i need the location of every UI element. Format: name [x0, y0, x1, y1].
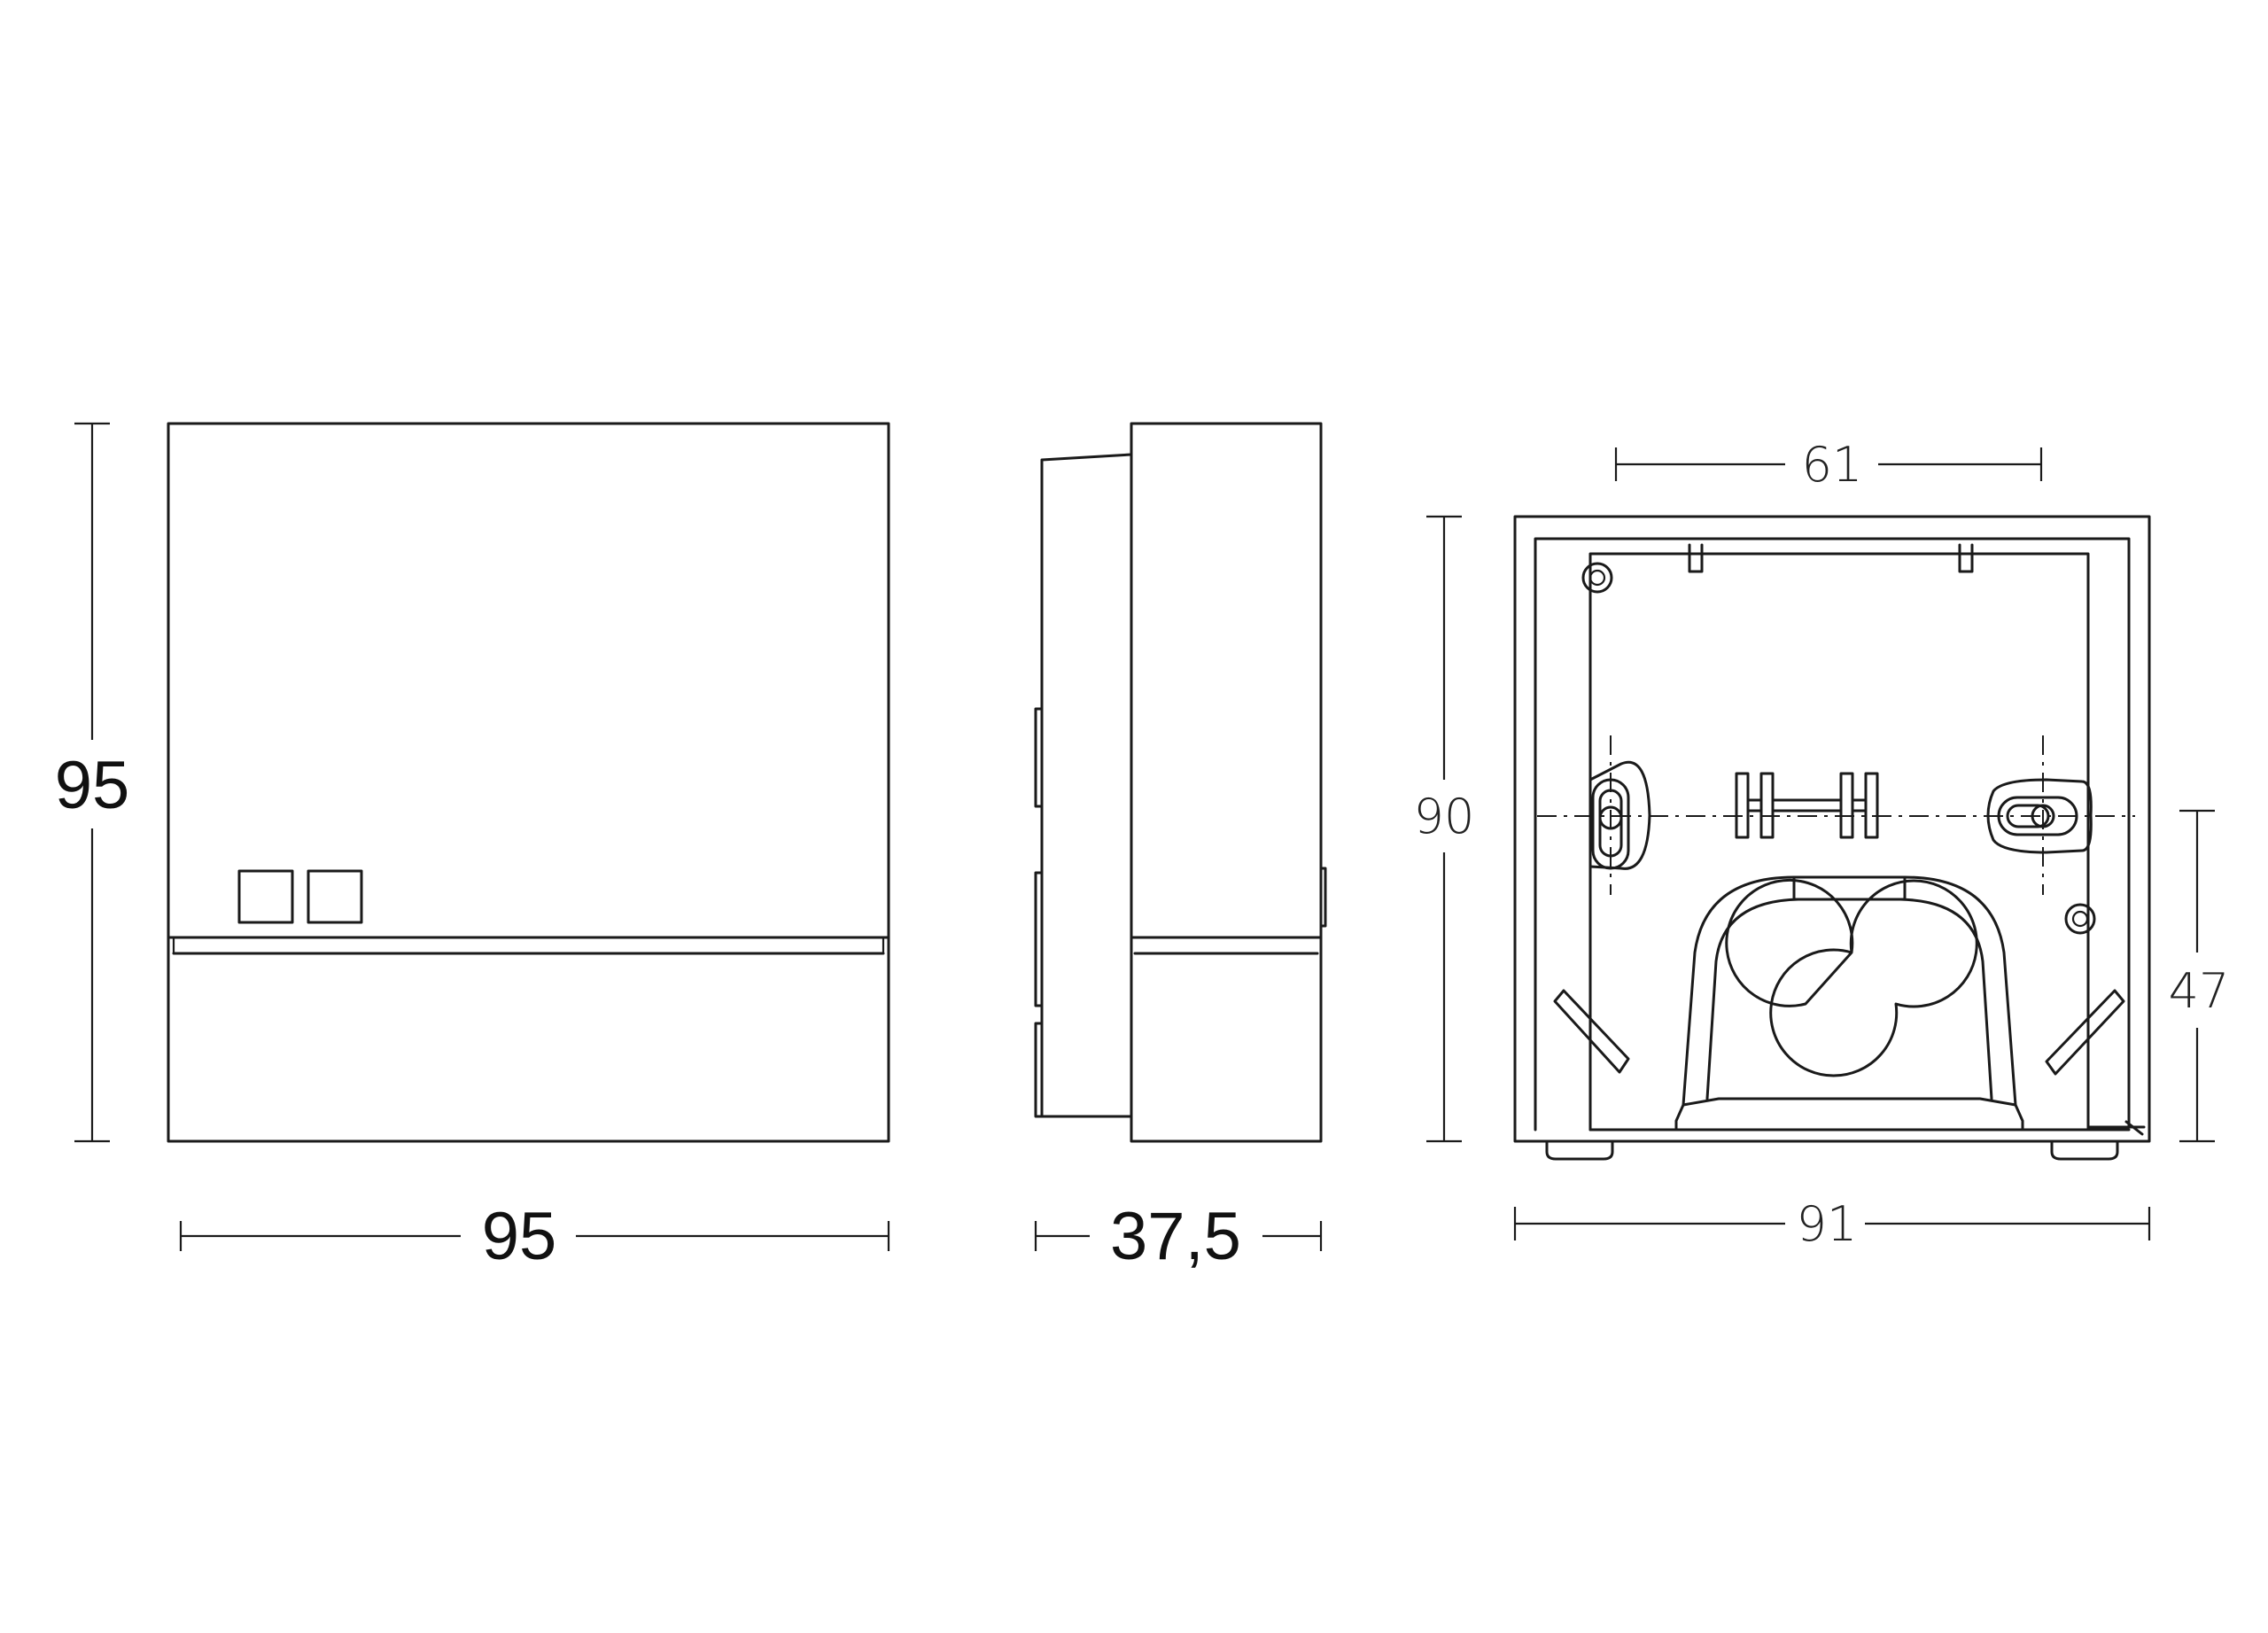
back-hole-spacing-dimension: 61	[1614, 437, 2043, 493]
back-view-outer-frame	[1513, 515, 2151, 1143]
front-button-left	[237, 869, 294, 924]
back-view-plate-outline	[1588, 552, 2090, 1131]
back-hole-spacing-label: 61	[1802, 437, 1863, 493]
side-view-base	[1040, 453, 1133, 1118]
back-screw-hole-bottom-right	[2064, 903, 2096, 935]
front-view-housing	[167, 422, 890, 1143]
back-entry-height-label: 47	[2169, 963, 2230, 1019]
front-button-right	[307, 869, 363, 924]
back-width-label: 91	[1797, 1196, 1858, 1252]
side-view	[1034, 422, 1327, 1143]
back-height-label: 90	[1414, 789, 1475, 844]
back-entry-height-dimension: 47	[2169, 809, 2230, 1143]
back-foot-right	[2050, 1139, 2119, 1161]
side-depth-dimension: 37,5	[1034, 1199, 1323, 1274]
front-width-dimension: 95	[179, 1199, 890, 1274]
back-foot-left	[1545, 1139, 1614, 1161]
back-clip-left	[1553, 989, 1630, 1074]
front-width-label: 95	[482, 1199, 557, 1274]
back-clip-right	[2045, 989, 2125, 1076]
back-screw-hole-top-left	[1581, 562, 1613, 594]
side-view-cover	[1130, 422, 1323, 1143]
front-height-dimension: 95	[55, 422, 130, 1143]
front-height-label: 95	[55, 748, 130, 823]
side-depth-label: 37,5	[1110, 1199, 1241, 1274]
back-height-dimension: 90	[1414, 515, 1475, 1143]
back-cable-entry	[1674, 875, 2024, 1131]
front-view	[167, 422, 890, 1143]
back-width-dimension: 91	[1513, 1196, 2151, 1252]
back-view-inner-wall	[1534, 537, 2131, 1131]
back-cable-knockout	[1725, 878, 1978, 1077]
back-view	[1513, 515, 2151, 1161]
back-rib-structure	[1735, 772, 1879, 839]
